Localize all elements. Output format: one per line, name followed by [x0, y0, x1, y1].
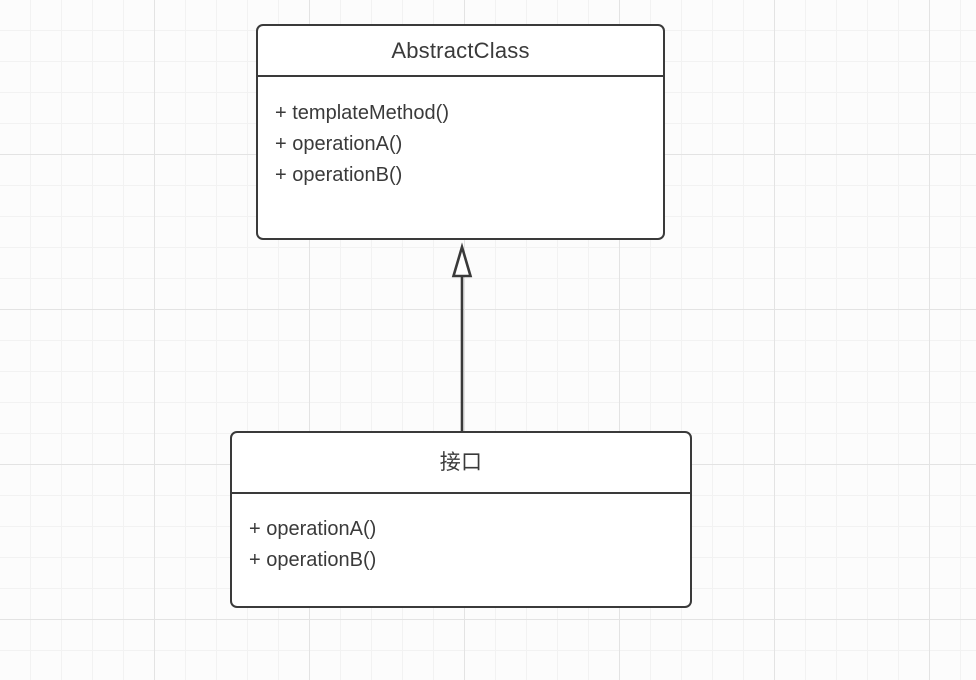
uml-member-list: + templateMethod() + operationA() + oper…	[258, 77, 663, 191]
uml-member: + operationB()	[275, 164, 403, 186]
uml-member: + operationA()	[275, 133, 403, 155]
uml-member: + operationB()	[249, 549, 377, 571]
uml-member: + operationA()	[249, 518, 377, 540]
uml-member-list: + operationA() + operationB()	[232, 494, 690, 576]
hollow-triangle-arrowhead-icon	[451, 242, 473, 278]
uml-class-title: 接口	[232, 433, 690, 494]
uml-class-interface[interactable]: 接口 + operationA() + operationB()	[230, 431, 692, 608]
uml-class-abstractclass[interactable]: AbstractClass + templateMethod() + opera…	[256, 24, 665, 240]
generalization-arrow[interactable]	[430, 238, 494, 438]
uml-member: + templateMethod()	[275, 102, 449, 124]
uml-class-title: AbstractClass	[258, 26, 663, 77]
